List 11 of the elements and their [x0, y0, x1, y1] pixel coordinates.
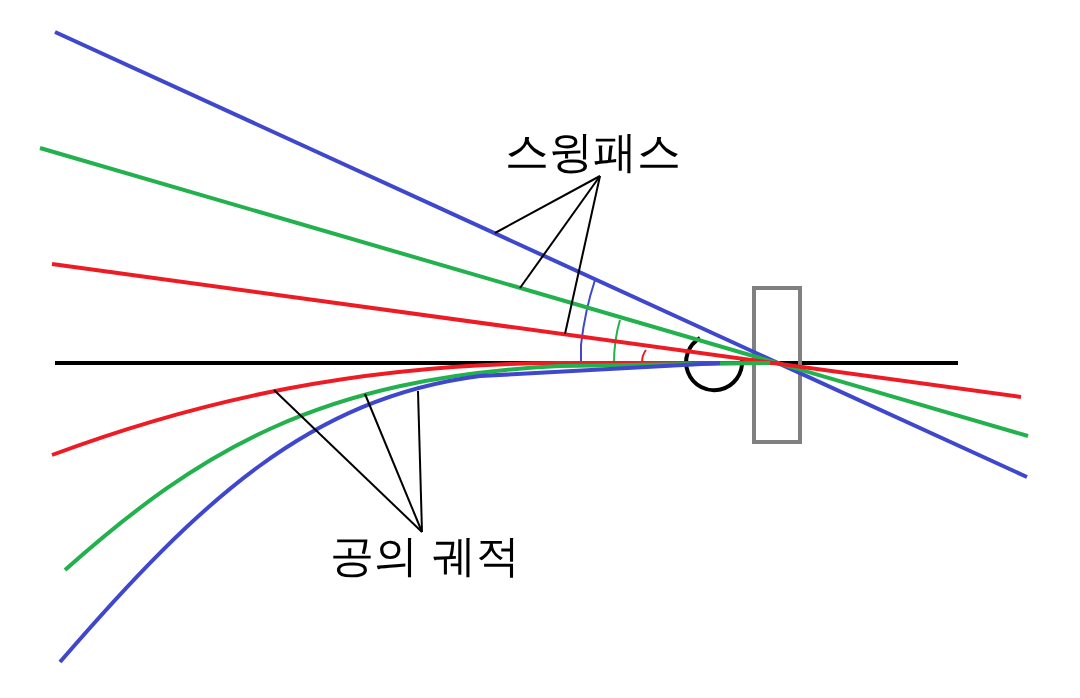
leader-line — [519, 175, 601, 289]
ball-trajectory-label: 공의 궤적 — [330, 532, 520, 580]
leader-line — [273, 389, 423, 533]
ball-trajectory-curve — [58, 361, 721, 664]
ball-trajectory-curve — [51, 361, 780, 457]
leader-line — [564, 175, 601, 335]
leader-line — [494, 175, 601, 234]
swing-path-line — [54, 30, 1028, 479]
leader-line — [364, 393, 423, 533]
leader-line — [417, 390, 423, 533]
swing-path-label: 스윙패스 — [505, 128, 681, 176]
